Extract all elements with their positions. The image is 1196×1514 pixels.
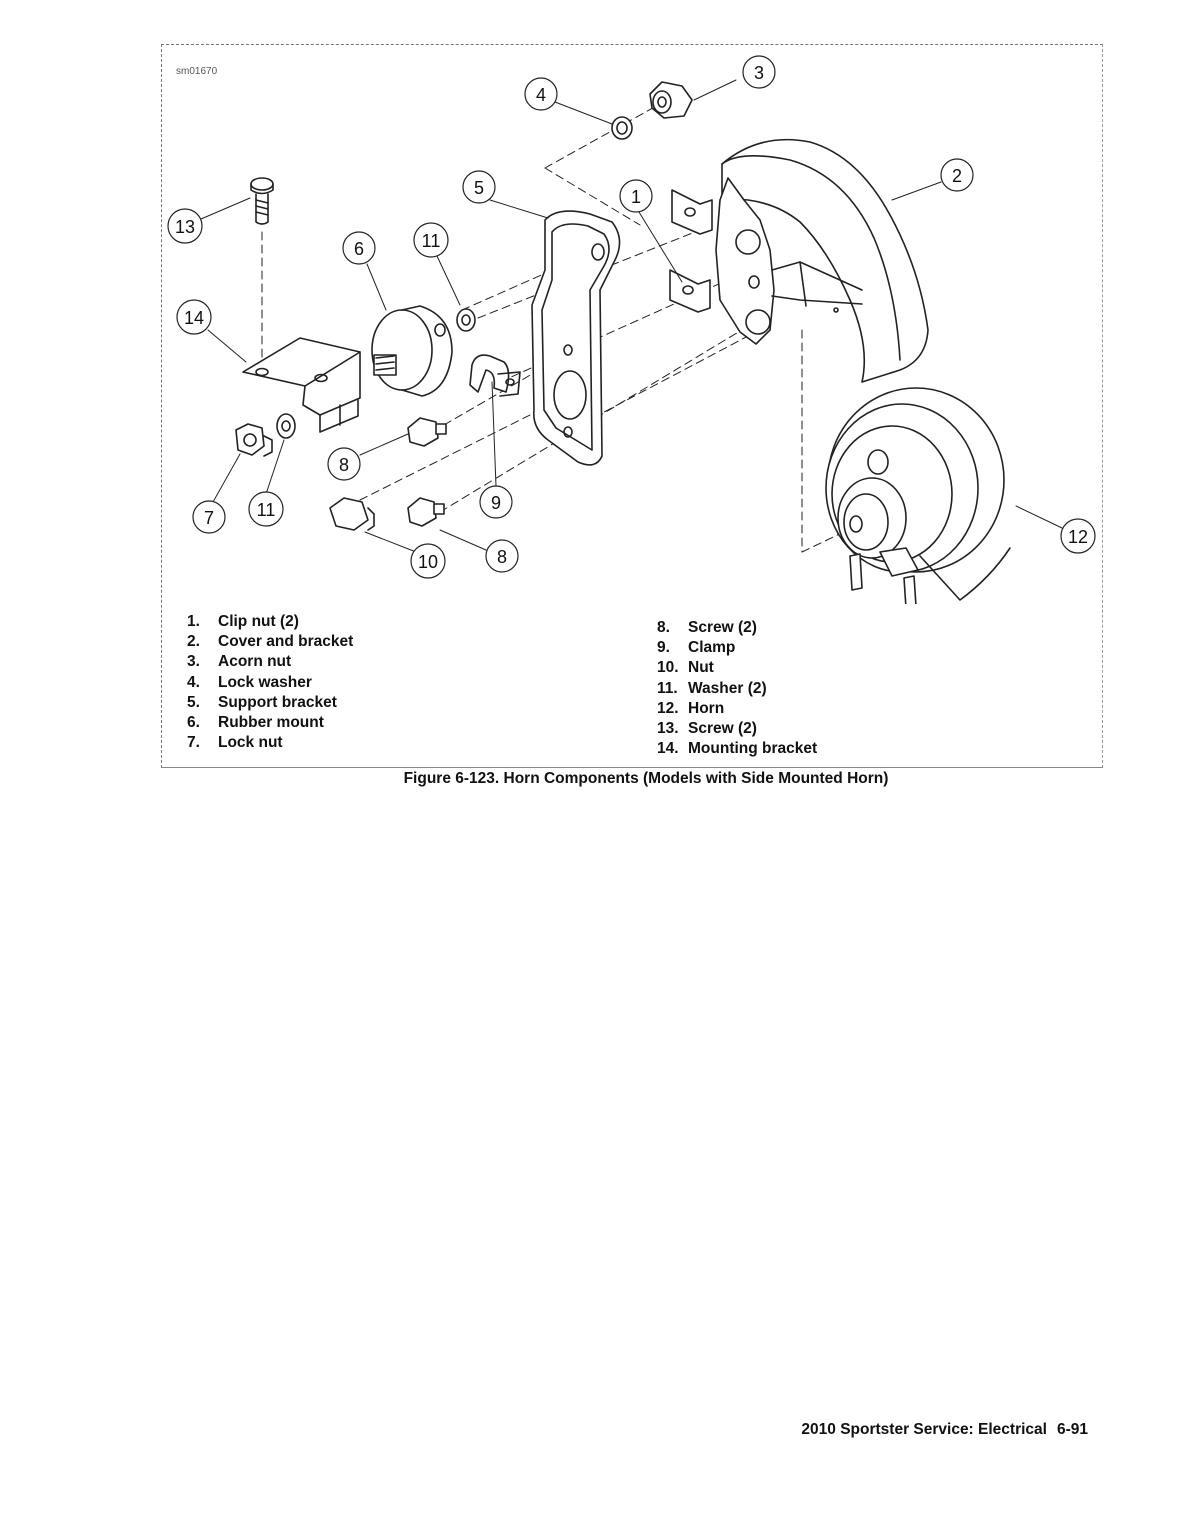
svg-text:5: 5 (474, 178, 484, 198)
callout-10: 10 (410, 543, 446, 579)
callout-1: 1 (619, 179, 653, 213)
legend-item: 9.Clamp (657, 639, 736, 657)
svg-text:11: 11 (257, 500, 276, 520)
svg-text:3: 3 (754, 63, 764, 83)
callout-8-upper: 8 (327, 447, 361, 481)
callout-3: 3 (742, 55, 776, 89)
legend-item: 6.Rubber mount (187, 714, 324, 732)
washer-11-upper (456, 308, 476, 332)
legend-item: 5.Support bracket (187, 693, 337, 711)
legend-item: 11.Washer (2) (657, 679, 767, 697)
svg-text:8: 8 (339, 455, 349, 475)
support-bracket-5 (531, 210, 621, 466)
horn-exploded-diagram: 1 2 3 4 5 6 7 8 8 9 10 11 11 12 13 14 (167, 55, 1096, 604)
screw-13 (250, 177, 274, 225)
footer-title: 2010 Sportster Service: Electrical (801, 1421, 1047, 1438)
screw-8-upper (407, 417, 447, 447)
callout-8-lower: 8 (485, 539, 519, 573)
svg-text:8: 8 (497, 547, 507, 567)
mounting-bracket-14 (242, 337, 361, 433)
legend-item: 8.Screw (2) (657, 619, 757, 636)
nut-10 (329, 497, 375, 531)
legend-item: 2.Cover and bracket (187, 633, 354, 651)
legend-item: 7.Lock nut (187, 734, 283, 752)
callout-7: 7 (192, 500, 226, 534)
legend-item: 4.Lock washer (187, 673, 312, 691)
clamp-9 (469, 354, 521, 397)
legend-right: 8.Screw (2) 9.Clamp 10.Nut 11.Washer (2)… (657, 618, 817, 759)
callout-11-lower: 11 (248, 491, 284, 527)
rubber-mount-6 (371, 305, 453, 397)
figure-frame (161, 44, 1103, 768)
leader-lines (200, 79, 1063, 553)
page-footer: 2010 Sportster Service: Electrical 6-91 (801, 1421, 1088, 1439)
clip-nut-1-upper (671, 189, 713, 235)
svg-text:6: 6 (354, 239, 364, 259)
cover-and-bracket-2 (715, 138, 929, 383)
legend-item: 1.Clip nut (2) (187, 613, 299, 630)
svg-text:14: 14 (184, 308, 204, 328)
svg-text:10: 10 (418, 552, 438, 572)
figure-id-label: sm01670 (176, 66, 218, 77)
callout-5: 5 (462, 170, 496, 204)
legend-left: 1.Clip nut (2) 2.Cover and bracket 3.Aco… (187, 612, 353, 753)
horn-12 (825, 387, 1011, 604)
legend-item: 12.Horn (657, 699, 725, 717)
callout-13: 13 (167, 208, 203, 244)
callout-9: 9 (479, 485, 513, 519)
lock-washer-4 (611, 116, 633, 140)
callout-14: 14 (176, 299, 212, 335)
figure-caption: Figure 6-123. Horn Components (Models wi… (403, 770, 889, 787)
svg-text:2: 2 (952, 166, 962, 186)
callout-6: 6 (342, 231, 376, 265)
legend-item: 14.Mounting bracket (657, 740, 818, 758)
acorn-nut-3 (649, 81, 693, 119)
legend-item: 3.Acorn nut (187, 653, 292, 671)
clip-nut-1-lower (669, 269, 711, 313)
callout-4: 4 (524, 77, 558, 111)
page-number: 6-91 (1056, 1421, 1088, 1438)
svg-text:11: 11 (422, 231, 441, 251)
lock-nut-7 (235, 423, 273, 457)
svg-text:1: 1 (631, 187, 641, 207)
svg-text:7: 7 (204, 508, 214, 528)
svg-text:12: 12 (1068, 527, 1088, 547)
svg-text:9: 9 (491, 493, 501, 513)
svg-text:13: 13 (175, 217, 195, 237)
callout-2: 2 (940, 158, 974, 192)
callout-11-upper: 11 (413, 222, 449, 258)
callout-12: 12 (1060, 518, 1096, 554)
legend-item: 13.Screw (2) (657, 720, 757, 738)
legend-item: 10.Nut (657, 659, 714, 677)
svg-text:4: 4 (536, 85, 546, 105)
washer-11-lower (276, 413, 296, 439)
screw-8-lower (407, 497, 445, 527)
